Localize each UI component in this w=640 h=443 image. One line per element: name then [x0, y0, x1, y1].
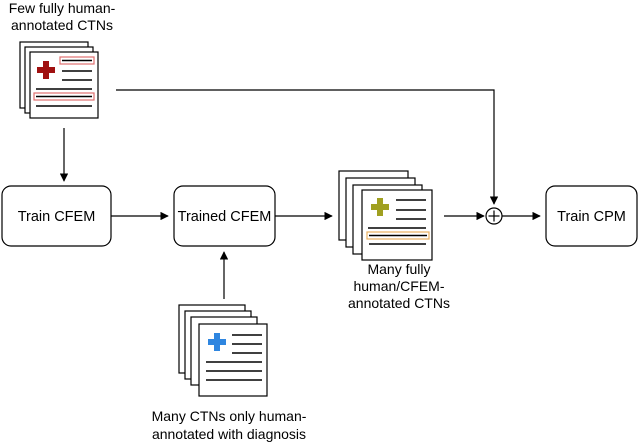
combine-node [485, 207, 503, 225]
middle-doc-caption-line-1: Many fully [367, 261, 430, 277]
train-cfem-label: Train CFEM [18, 209, 96, 225]
red-cross-icon [37, 61, 55, 79]
olive-cross-icon [371, 198, 389, 216]
bottom-doc-stack: Many CTNs only human- annotated with dia… [152, 304, 307, 442]
middle-doc-caption-line-2: human/CFEM- [353, 278, 444, 294]
top-doc-caption-line-1: Few fully human- [9, 0, 116, 16]
arrow-doc-to-combine [116, 89, 499, 205]
bottom-doc-caption-line-1: Many CTNs only human- [152, 408, 307, 424]
highlight-box [366, 231, 430, 240]
blue-cross-icon [208, 333, 226, 351]
top-doc-stack: Few fully human- annotated CTNs [9, 0, 116, 119]
middle-doc-stack: Many fully human/CFEM- annotated CTNs [338, 170, 450, 311]
trained-cfem-label: Trained CFEM [178, 209, 272, 225]
middle-doc-caption-line-3: annotated CTNs [348, 295, 450, 311]
bottom-doc-caption-line-2: annotated with diagnosis [152, 426, 306, 442]
trained-cfem-box: Trained CFEM [173, 185, 276, 247]
train-cpm-box: Train CPM [545, 185, 638, 247]
top-doc-caption-line-2: annotated CTNs [11, 17, 113, 33]
doc-page-front [29, 51, 99, 119]
highlight-box [33, 92, 95, 101]
highlight-box [59, 56, 95, 65]
train-cfem-box: Train CFEM [1, 185, 112, 247]
train-cpm-label: Train CPM [557, 209, 626, 225]
